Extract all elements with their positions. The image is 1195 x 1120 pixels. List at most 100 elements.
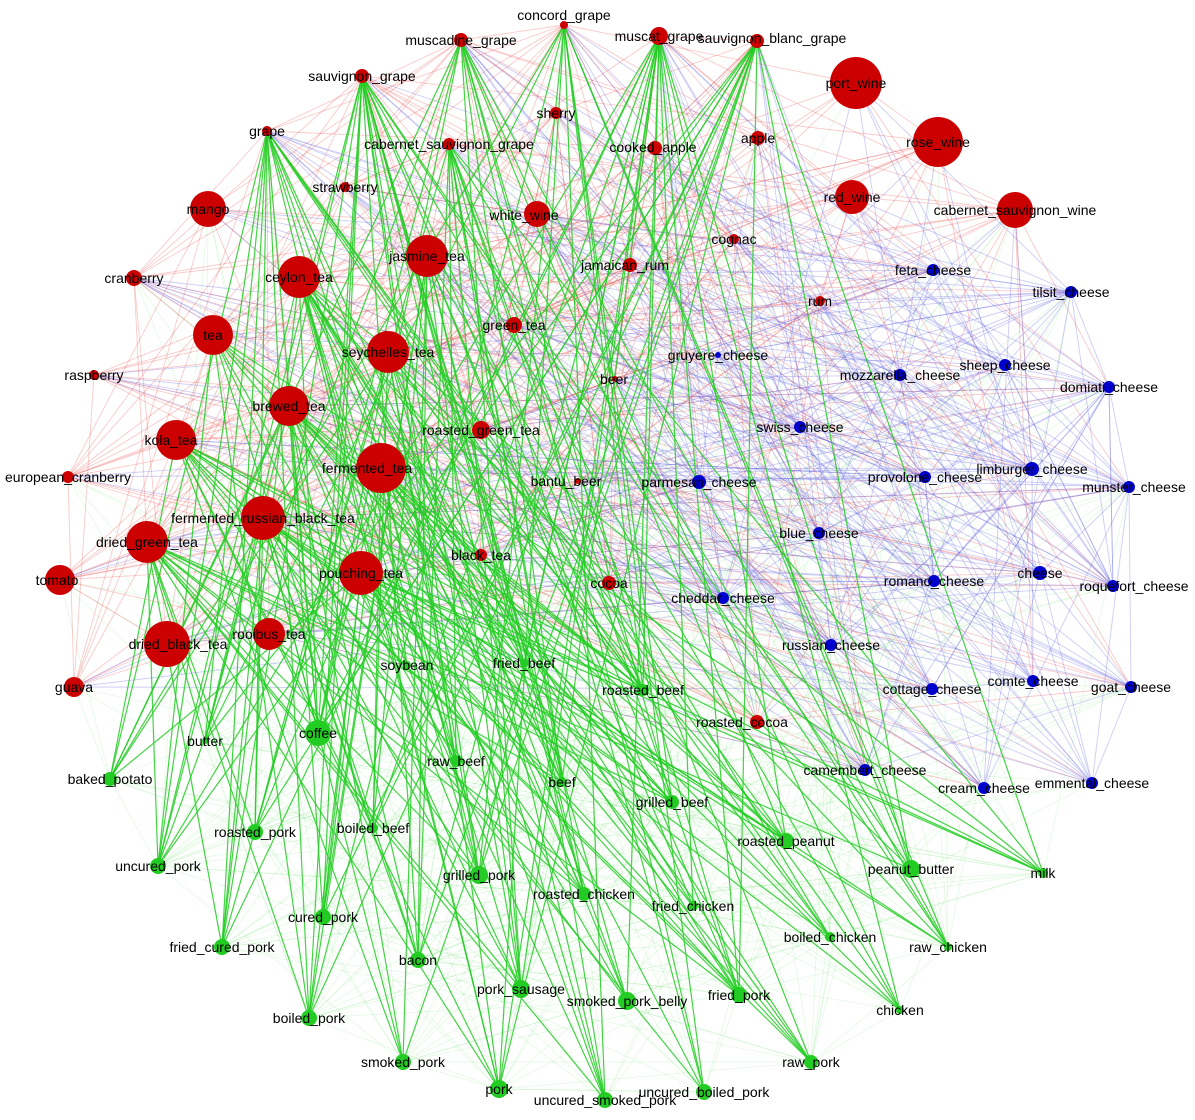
label-roasted-cocoa: roasted_cocoa <box>696 714 788 730</box>
edge-red <box>268 213 538 635</box>
edge-green <box>109 572 362 780</box>
label-smoked-pork-belly: smoked_pork_belly <box>567 993 688 1009</box>
edge-green <box>448 143 606 1101</box>
label-jamaican-rum: jamaican_rum <box>580 257 669 273</box>
edge-faint <box>738 580 935 996</box>
edge-faint <box>785 644 832 842</box>
edge-green <box>658 35 912 870</box>
label-cabernet-sauvignon-grape: cabernet_sauvignon_grape <box>364 136 534 152</box>
edge-red <box>59 209 1016 581</box>
edge-green <box>266 130 563 783</box>
edge-blue <box>654 147 1006 366</box>
edge-faint <box>317 689 644 734</box>
edge-green <box>360 572 740 996</box>
edge-blue <box>563 24 1114 587</box>
edge-blue <box>426 255 700 483</box>
edge-red <box>146 24 565 543</box>
edge-faint <box>692 300 821 907</box>
label-port-wine: port_wine <box>826 75 887 91</box>
edge-red <box>133 277 168 645</box>
edge-red <box>387 209 1016 353</box>
edge-red <box>288 405 1132 688</box>
edge-faint <box>308 781 563 1019</box>
edge-red <box>298 196 853 278</box>
edge-green <box>563 24 912 870</box>
edge-green <box>266 130 787 842</box>
label-boiled-pork: boiled_pork <box>273 1010 346 1026</box>
edge-blue <box>799 209 1016 428</box>
edge-green <box>322 40 758 918</box>
edge-green <box>262 517 419 961</box>
edge-faint <box>520 936 831 990</box>
edge-green <box>266 130 310 1019</box>
edge-faint <box>133 277 419 961</box>
edge-blue <box>563 24 801 428</box>
edge-red <box>608 137 759 584</box>
label-grilled-beef: grilled_beef <box>636 794 708 810</box>
edge-blue <box>608 364 1006 584</box>
edge-green <box>387 351 525 664</box>
edge-blue <box>722 532 820 599</box>
edge-blue <box>1014 209 1033 470</box>
edge-red <box>1014 209 1033 470</box>
edge-red <box>614 378 926 478</box>
edge-faint <box>204 208 209 742</box>
edge-blue <box>513 324 801 428</box>
edge-blue <box>799 426 1130 488</box>
edge-red <box>460 39 735 240</box>
edge-red <box>851 196 1016 211</box>
edge-faint <box>658 35 949 948</box>
edge-green <box>426 255 694 907</box>
edge-blue <box>756 40 926 478</box>
edge-green <box>288 405 628 1002</box>
edge-red <box>175 429 482 441</box>
edge-green <box>204 40 758 742</box>
edge-red <box>480 429 820 534</box>
edge-blue <box>1108 386 1114 587</box>
label-tomato: tomato <box>36 572 79 588</box>
edge-green <box>380 467 457 762</box>
edge-red <box>166 467 382 645</box>
edge-blue <box>460 39 985 789</box>
edge-blue <box>830 572 1041 646</box>
label-pouching-tea: pouching_tea <box>319 565 403 581</box>
edge-red <box>1014 209 1034 682</box>
label-sheep-cheese: sheep_cheese <box>959 357 1050 373</box>
edge-green <box>146 541 159 867</box>
edge-blue <box>924 476 935 582</box>
edge-blue <box>933 386 1110 582</box>
edge-green <box>448 143 812 1063</box>
edge-faint <box>204 740 522 990</box>
edge-faint <box>417 959 740 996</box>
edge-blue <box>983 209 1016 789</box>
edge-faint <box>322 801 673 918</box>
edge-green <box>361 75 912 870</box>
edge-faint <box>372 827 404 1063</box>
edge-blue <box>380 467 832 646</box>
edge-blue <box>1031 468 1034 682</box>
edge-green <box>175 439 500 1090</box>
edge-red <box>146 75 363 543</box>
edge-blue <box>818 532 985 789</box>
edge-faint <box>67 476 324 918</box>
edge-green <box>146 541 740 996</box>
edge-red <box>658 35 1033 470</box>
edge-blue <box>658 35 933 690</box>
edge-faint <box>317 269 934 734</box>
node-emmental-cheese <box>1086 777 1098 789</box>
edge-faint <box>109 778 740 996</box>
edge-green <box>298 276 1044 874</box>
label-seychelles-tea: seychelles_tea <box>342 344 435 360</box>
edge-red <box>799 141 939 428</box>
edge-red <box>577 426 801 482</box>
edge-blue <box>717 354 1093 784</box>
edge-faint <box>658 35 673 803</box>
edge-blue <box>733 238 1041 574</box>
edge-green <box>298 276 319 734</box>
edge-blue <box>536 213 866 771</box>
label-rose-wine: rose_wine <box>906 134 970 150</box>
edge-faint <box>561 386 1110 783</box>
edge-blue <box>563 24 866 771</box>
edge-blue <box>387 351 1093 784</box>
node-black-tea <box>475 549 487 561</box>
